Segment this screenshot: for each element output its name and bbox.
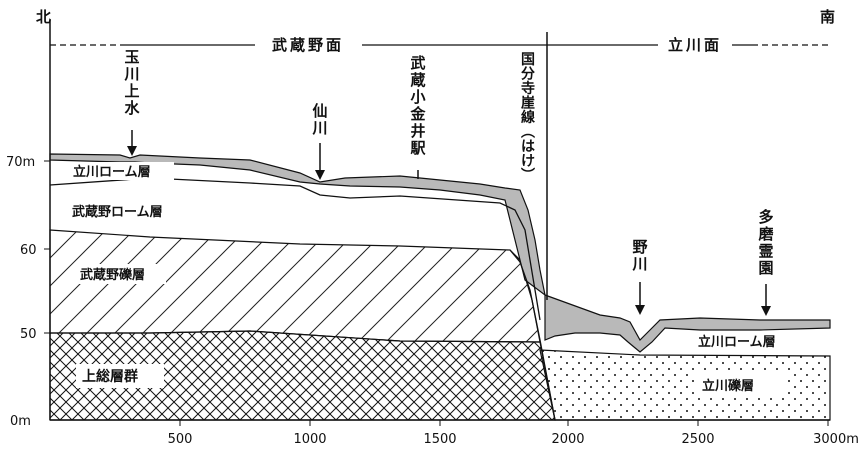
tachikawa-loam-gray-lower bbox=[544, 294, 831, 353]
scarp-line-label: 国分寺崖線︵はけ︶ bbox=[520, 52, 535, 184]
nogawa-label: 野川 bbox=[631, 238, 647, 273]
tamagawa-josui-label-text: 玉川上水 bbox=[123, 48, 140, 117]
musashi-koganei-station-label: 武蔵小金井駅 bbox=[409, 54, 426, 157]
tachikawa-gravel-label: 立川礫層 bbox=[702, 378, 754, 394]
tama-cemetery-label: 多磨霊園 bbox=[757, 208, 774, 277]
sengawa-label: 仙川 bbox=[311, 102, 327, 137]
tachikawa-loam-lower-label: 立川ローム層 bbox=[698, 334, 776, 350]
musashino-gravel-layer bbox=[49, 229, 541, 343]
musashino-loam-top-boundary bbox=[49, 177, 541, 321]
sengawa-arrowhead bbox=[315, 170, 325, 180]
north-label: 北 bbox=[36, 8, 51, 26]
musashino-loam-label: 武蔵野ローム層 bbox=[72, 204, 163, 220]
kazusa-group-label-bg bbox=[76, 364, 164, 388]
sengawa-label-text: 仙川 bbox=[311, 102, 327, 137]
kazusa-group-label: 上総層群 bbox=[82, 368, 138, 385]
tachikawa-loam-upper-label-bg bbox=[70, 162, 174, 180]
tachikawa-surface-label: 立川面 bbox=[668, 36, 722, 54]
tachikawa-loam-upper-label: 立川ローム層 bbox=[73, 164, 151, 180]
x-tick-3000m: 3000m bbox=[813, 432, 859, 447]
y-tick-70m: 70m bbox=[6, 155, 35, 170]
south-label: 南 bbox=[820, 8, 835, 26]
y-axis-ticks bbox=[44, 160, 50, 334]
x-axis-ticks bbox=[179, 420, 829, 426]
tamagawa-josui-arrowhead bbox=[127, 146, 137, 156]
x-tick-2000: 2000 bbox=[551, 432, 584, 447]
nogawa-arrowhead bbox=[635, 305, 645, 315]
x-tick-1500: 1500 bbox=[423, 432, 456, 447]
x-tick-2500: 2500 bbox=[681, 432, 714, 447]
tamagawa-josui-label: 玉川上水 bbox=[123, 48, 140, 117]
scarp-line-label-text: 国分寺崖線︵はけ︶ bbox=[520, 52, 535, 184]
musashi-koganei-station-label-text: 武蔵小金井駅 bbox=[409, 54, 426, 157]
y-tick-50: 50 bbox=[20, 327, 37, 342]
tachikawa-gravel-label-bg bbox=[694, 374, 788, 396]
tama-cemetery-label-text: 多磨霊園 bbox=[757, 208, 774, 277]
tachikawa-loam-gray-upper bbox=[49, 153, 546, 297]
x-tick-500: 500 bbox=[168, 432, 193, 447]
tama-cemetery-arrowhead bbox=[761, 306, 771, 316]
musashino-surface-label: 武蔵野面 bbox=[272, 36, 344, 54]
y-tick-0m: 0m bbox=[10, 414, 31, 429]
musashino-gravel-label: 武蔵野礫層 bbox=[80, 267, 145, 283]
nogawa-label-text: 野川 bbox=[631, 238, 647, 273]
x-tick-1000: 1000 bbox=[293, 432, 326, 447]
musashino-gravel-label-bg bbox=[76, 264, 166, 284]
scarp-face bbox=[509, 249, 556, 421]
y-tick-60: 60 bbox=[20, 243, 37, 258]
